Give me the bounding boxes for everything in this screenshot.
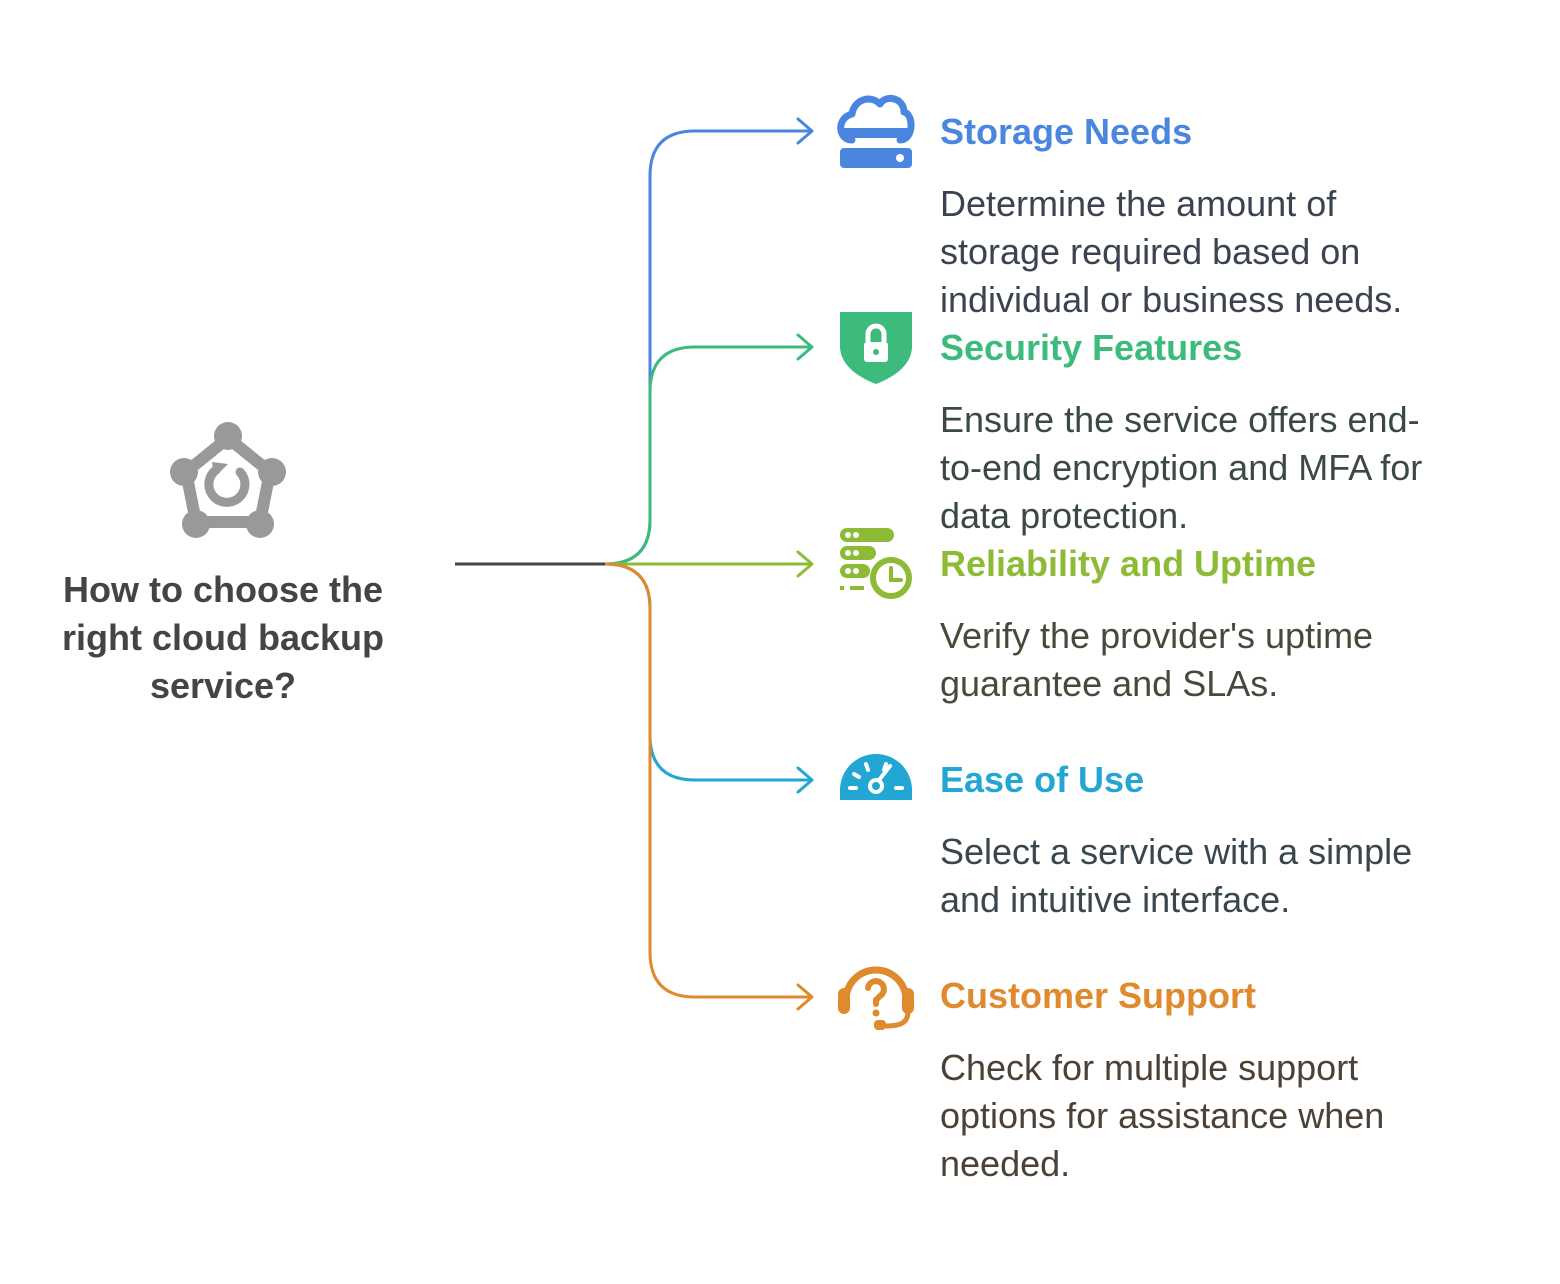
speedometer-icon: [840, 754, 912, 800]
central-question-line: right cloud backup: [61, 617, 384, 658]
connector-ease-of-use: [604, 562, 812, 782]
shield-lock-icon: [840, 312, 912, 384]
desc-line: individual or business needs.: [940, 279, 1403, 320]
desc-line: options for assistance when: [940, 1095, 1385, 1136]
branch-title-reliability-uptime: Reliability and Uptime: [940, 543, 1317, 584]
desc-line: Verify the provider's uptime: [940, 615, 1374, 656]
branch-title-ease-of-use: Ease of Use: [940, 759, 1145, 800]
arrow-ease-of-use: [796, 766, 814, 794]
central-question-line: How to choose the: [62, 569, 383, 610]
connector-customer-support: [604, 562, 812, 999]
backup-network-icon: [170, 422, 286, 538]
branch-title-security-features: Security Features: [940, 327, 1243, 368]
cloud-server-icon: [837, 94, 915, 168]
desc-line: Select a service with a simple: [940, 831, 1413, 872]
connector-security-features: [604, 345, 812, 566]
arrow-reliability-uptime: [796, 550, 814, 578]
central-question-line: service?: [149, 665, 297, 706]
arrow-storage-needs: [796, 117, 814, 145]
desc-line: needed.: [940, 1143, 1071, 1184]
arrow-security-features: [796, 333, 814, 361]
branch-title-storage-needs: Storage Needs: [940, 111, 1193, 152]
branch-desc-customer-support: Check for multiple support options for a…: [940, 1044, 1540, 1188]
desc-line: to-end encryption and MFA for: [940, 447, 1423, 488]
branch-title-customer-support: Customer Support: [940, 975, 1257, 1016]
arrow-customer-support: [796, 983, 814, 1011]
desc-line: guarantee and SLAs.: [940, 663, 1279, 704]
desc-line: data protection.: [940, 495, 1189, 536]
desc-line: and intuitive interface.: [940, 879, 1291, 920]
branch-desc-ease-of-use: Select a service with a simple and intui…: [940, 828, 1540, 924]
headset-question-icon: [838, 966, 914, 1030]
desc-line: Check for multiple support: [940, 1047, 1359, 1088]
branch-desc-reliability-uptime: Verify the provider's uptime guarantee a…: [940, 612, 1540, 708]
desc-line: Determine the amount of: [940, 183, 1337, 224]
central-question: How to choose the right cloud backup ser…: [40, 566, 406, 710]
server-clock-icon: [840, 528, 912, 599]
desc-line: Ensure the service offers end-: [940, 399, 1420, 440]
desc-line: storage required based on: [940, 231, 1361, 272]
branch-desc-storage-needs: Determine the amount of storage required…: [940, 180, 1540, 324]
branch-desc-security-features: Ensure the service offers end- to-end en…: [940, 396, 1540, 540]
